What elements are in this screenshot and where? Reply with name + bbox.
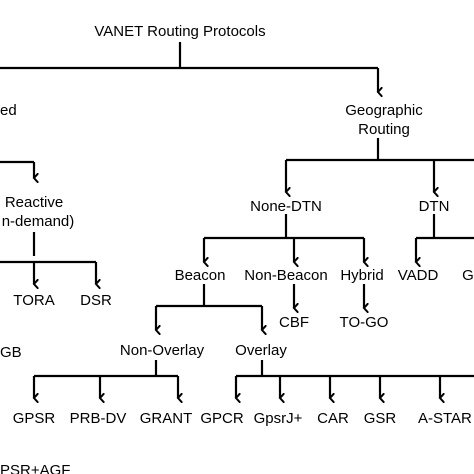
vadd-label: VADD — [398, 267, 439, 284]
connector-lines — [0, 42, 474, 398]
non-overlay-label: Non-Overlay — [120, 342, 205, 359]
to-go-label: TO-GO — [340, 314, 389, 331]
gpcr-label: GPCR — [200, 410, 244, 427]
none-dtn-label: None-DTN — [250, 198, 322, 215]
bottom-partial-label: PSR+AGF — [0, 462, 70, 474]
tora-label: TORA — [13, 292, 54, 309]
a-star-label: A-STAR — [418, 410, 472, 427]
cbf-label: CBF — [279, 314, 309, 331]
reactive-label-line2: n-demand) — [2, 213, 75, 230]
left-branch-label: ed — [0, 102, 17, 119]
geographic-label-line2: Routing — [358, 121, 410, 138]
reactive-label-line1: Reactive — [5, 194, 63, 211]
prb-dv-label: PRB-DV — [70, 410, 127, 427]
left-partial-label: GB — [0, 344, 22, 361]
grant-label: GRANT — [140, 410, 193, 427]
geographic-label-line1: Geographic — [345, 102, 423, 119]
gpsrj-label: GpsrJ+ — [254, 410, 303, 427]
overlay-label: Overlay — [235, 342, 287, 359]
node-labels: VANET Routing Protocols ed Geographic Ro… — [0, 23, 474, 474]
root-label: VANET Routing Protocols — [94, 23, 265, 40]
dsr-label: DSR — [80, 292, 112, 309]
gpsr-label: GPSR — [13, 410, 56, 427]
dtn-label: DTN — [419, 198, 450, 215]
beacon-label: Beacon — [175, 267, 226, 284]
gsr-label: GSR — [364, 410, 397, 427]
dtn-partial-label: G — [462, 267, 474, 284]
non-beacon-label: Non-Beacon — [244, 267, 327, 284]
car-label: CAR — [317, 410, 349, 427]
hybrid-label: Hybrid — [340, 267, 383, 284]
